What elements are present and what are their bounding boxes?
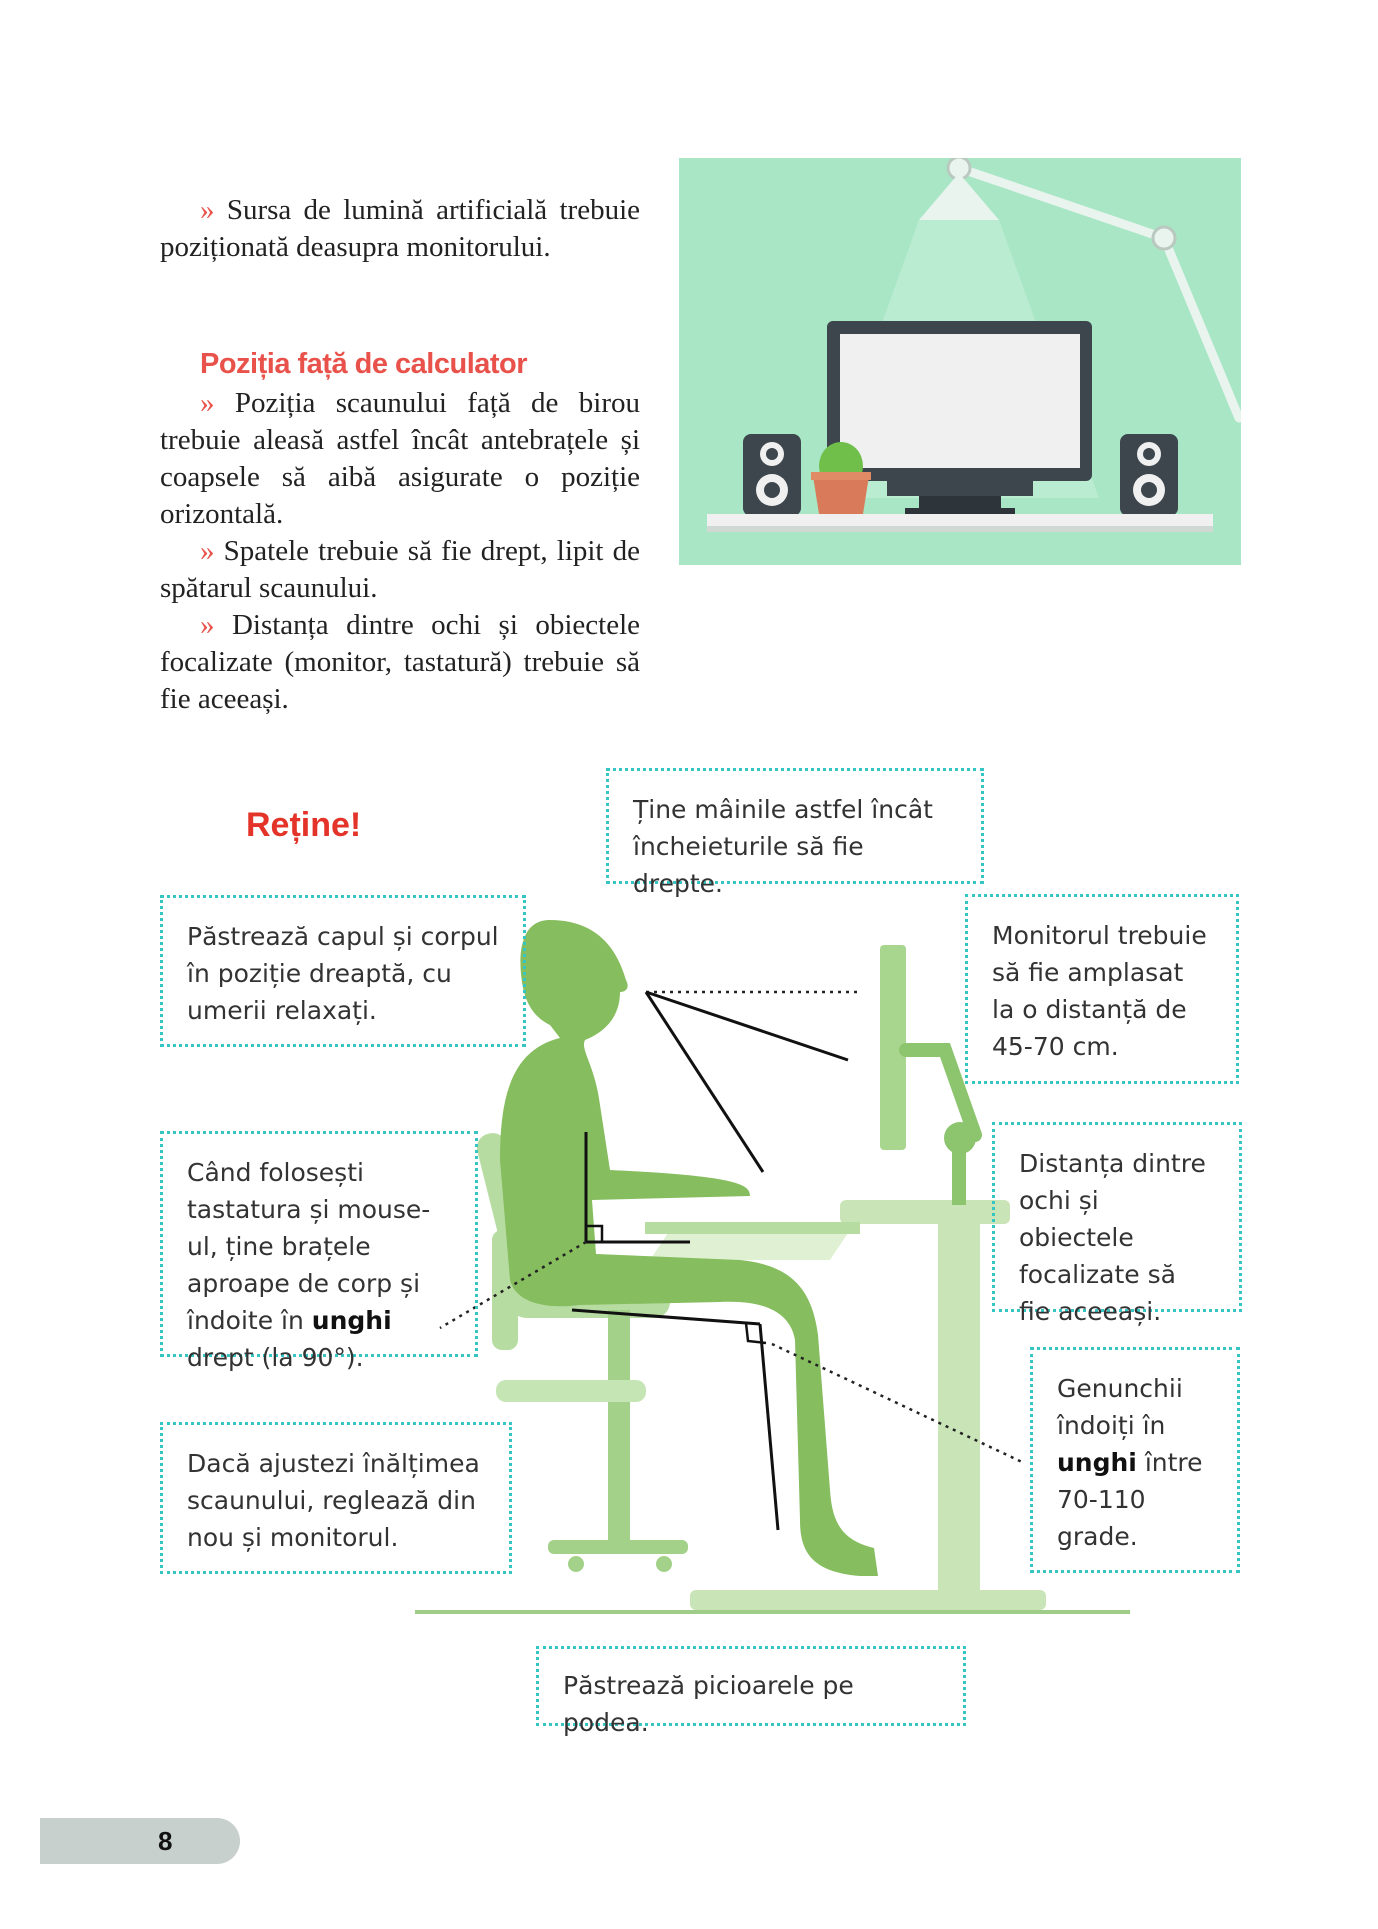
bullet-marker: »: [200, 194, 215, 226]
position-column: » Poziția scaunului față de birou trebui…: [160, 385, 640, 718]
bullet-light-source: » Sursa de lumină artificială trebuie po…: [160, 194, 640, 263]
note-head: Păstrează capul și corpul în poziție dre…: [160, 895, 526, 1047]
bullet-chair-position: » Poziția scaunului față de birou trebui…: [160, 387, 641, 530]
note-keyboard: Când folosești tastatura și mouse-ul, ți…: [160, 1131, 478, 1372]
page-number-tab: [40, 1818, 240, 1864]
bullet-eye-distance: » Distanța dintre ochi și obiectele foca…: [160, 609, 641, 715]
remember-title: Reține!: [246, 806, 362, 844]
ergonomics-illustration: [415, 920, 1130, 1614]
note-focus: Distanța dintre ochi și obiectele focali…: [992, 1122, 1242, 1326]
note-knees: Genunchii îndoiți în unghi între 70-110 …: [1030, 1347, 1240, 1573]
desk-illustration: [679, 158, 1241, 565]
section-heading: Poziția față de calculator: [200, 348, 528, 380]
page-number: 8: [158, 1826, 173, 1856]
bullet-back-straight: » Spatele trebuie să fie drept, lipit de…: [160, 535, 640, 604]
note-chair: Dacă ajustezi înălțimea scaunului, regle…: [160, 1422, 512, 1574]
note-monitor: Monitorul trebuie să fie amplasat la o d…: [965, 894, 1239, 1084]
note-feet: Păstrează picioarele pe podea.: [536, 1646, 966, 1737]
intro-column: » Sursa de lumină artificială trebuie po…: [160, 192, 640, 266]
note-hands: Ține mâinile astfel încât încheieturile …: [606, 768, 984, 898]
